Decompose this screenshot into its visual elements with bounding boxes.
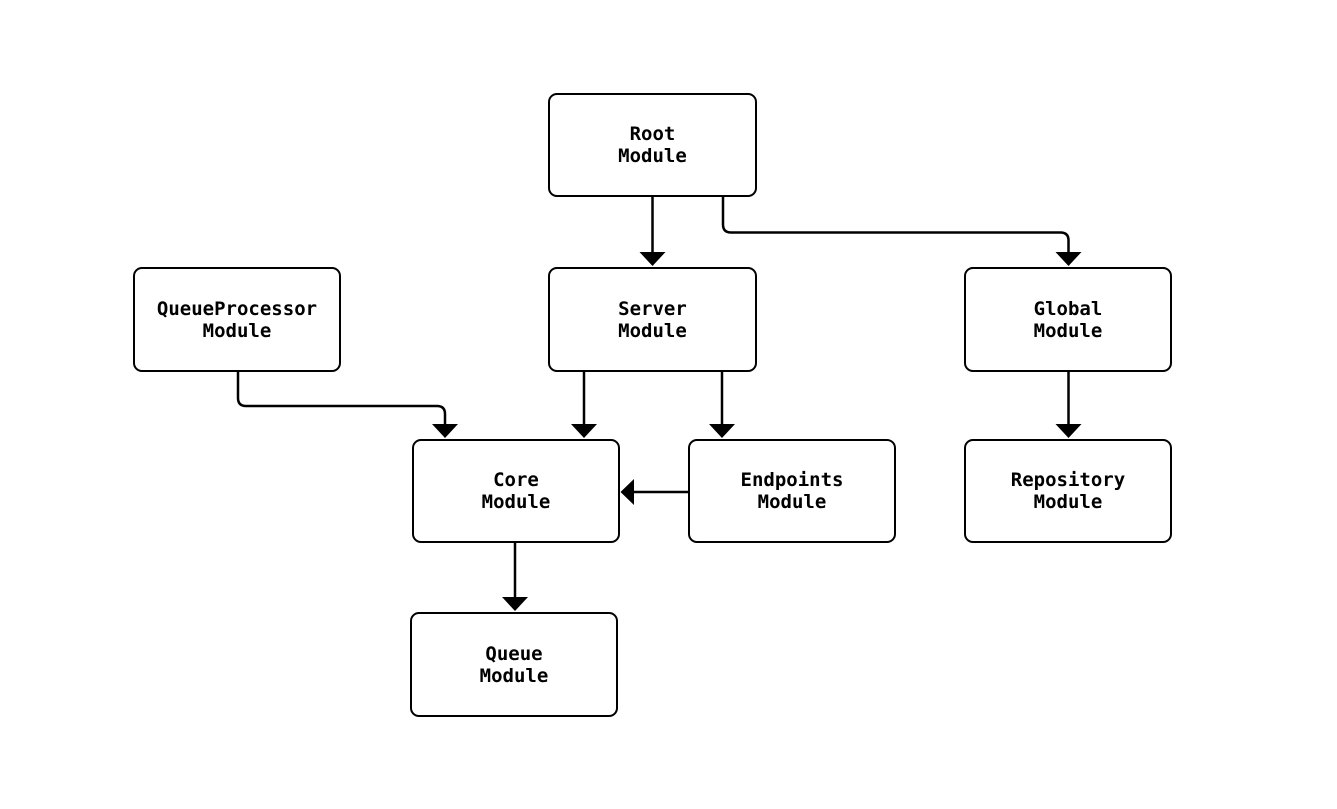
arrowhead-queueprocessor-to-core bbox=[432, 424, 458, 438]
node-queueprocessor-label-line2: Module bbox=[202, 319, 272, 342]
node-endpoints-label-line1: Endpoints bbox=[740, 469, 844, 491]
arrowhead-root-to-global bbox=[1055, 252, 1082, 266]
node-core-module: Core Module bbox=[412, 439, 620, 543]
node-queue-label-line2: Module bbox=[479, 664, 549, 687]
arrowhead-root-to-server bbox=[639, 252, 666, 266]
arrowhead-core-to-queue bbox=[502, 597, 528, 611]
arrowhead-endpoints-to-core bbox=[620, 479, 634, 505]
node-global-label-line2: Module bbox=[1033, 319, 1103, 342]
node-queueprocessor-module: QueueProcessor Module bbox=[133, 267, 341, 372]
edge-queueprocessor-to-core bbox=[236, 372, 447, 424]
node-server-module: Server Module bbox=[548, 267, 757, 372]
node-server-label-line1: Server bbox=[618, 297, 687, 320]
node-endpoints-module: Endpoints Module bbox=[688, 439, 896, 543]
node-server-label-line2: Module bbox=[618, 319, 687, 342]
node-queueprocessor-label-line1: QueueProcessor bbox=[156, 297, 318, 320]
arrowhead-server-to-core bbox=[571, 424, 597, 438]
arrowhead-server-to-endpoints bbox=[709, 424, 735, 438]
node-global-module: Global Module bbox=[964, 267, 1172, 372]
node-repository-label-line1: Repository bbox=[1010, 469, 1126, 491]
node-root-label-line2: Module bbox=[618, 145, 687, 167]
node-queue-label-line1: Queue bbox=[485, 642, 543, 665]
node-root-module: Root Module bbox=[548, 93, 757, 197]
node-root-label-line1: Root bbox=[629, 123, 676, 145]
arrowhead-global-to-repository bbox=[1055, 424, 1082, 438]
node-queue-module: Queue Module bbox=[410, 612, 618, 717]
node-global-label-line1: Global bbox=[1033, 297, 1103, 320]
node-core-label-line1: Core bbox=[493, 469, 539, 491]
node-repository-label-line2: Module bbox=[1033, 491, 1103, 513]
edge-root-to-global bbox=[721, 197, 1070, 252]
node-endpoints-label-line2: Module bbox=[757, 491, 827, 513]
node-core-label-line2: Module bbox=[481, 491, 551, 513]
node-repository-module: Repository Module bbox=[964, 439, 1172, 543]
